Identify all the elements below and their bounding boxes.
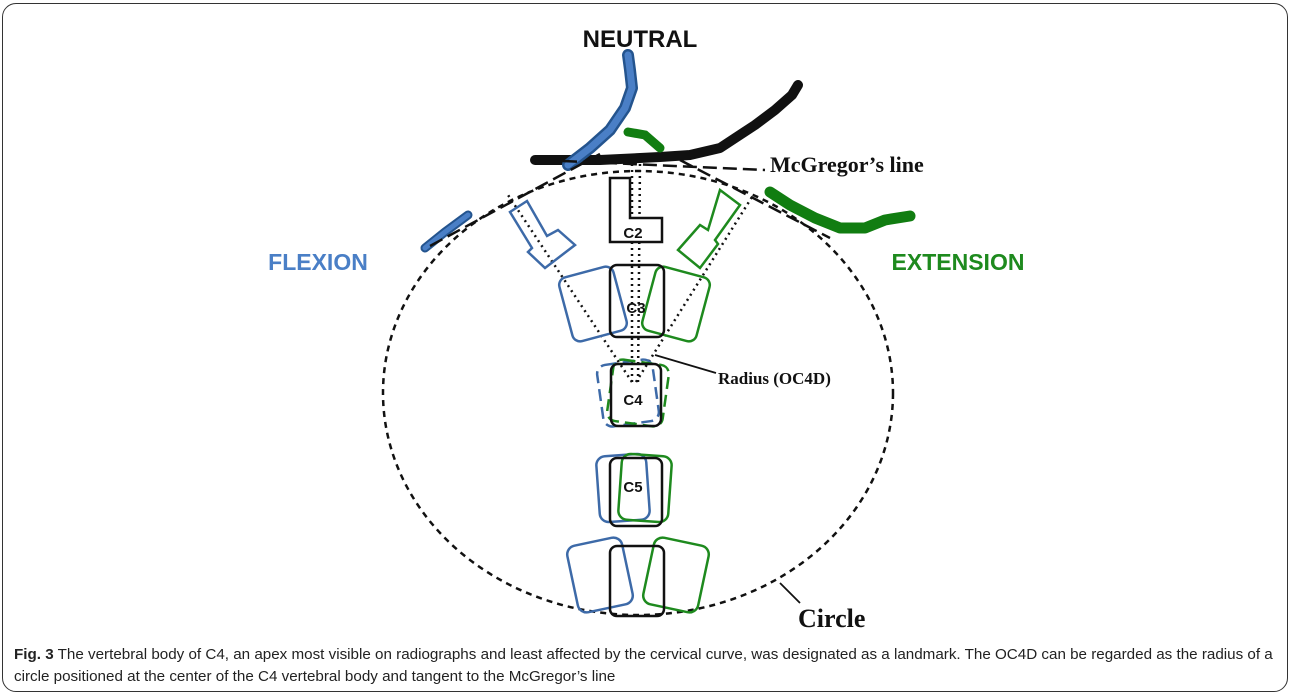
figure-frame bbox=[2, 3, 1288, 692]
radius-line-neutral-2 bbox=[636, 161, 642, 383]
caption-text: The vertebral body of C4, an apex most v… bbox=[14, 646, 1273, 685]
c2-label: C2 bbox=[623, 225, 642, 242]
oc4d-diagram: NEUTRAL FLEXION EXTENSION McGregor’s lin… bbox=[268, 26, 1025, 633]
mcgregor-line-flexion bbox=[429, 152, 601, 248]
c2-extension bbox=[676, 187, 742, 270]
circle-pointer bbox=[779, 582, 801, 604]
c4-label: C4 bbox=[623, 392, 643, 409]
mcgregor-label: McGregor’s line bbox=[770, 152, 924, 177]
figure-number: Fig. 3 bbox=[14, 646, 54, 663]
c3-extension bbox=[640, 265, 712, 343]
c5-flexion bbox=[595, 452, 651, 524]
flexion-label: FLEXION bbox=[268, 249, 368, 275]
c6-neutral bbox=[608, 544, 666, 618]
neutral-skull-contour bbox=[530, 80, 803, 165]
extension-skull-contour bbox=[764, 186, 916, 234]
radius-label: Radius (OC4D) bbox=[718, 369, 831, 388]
c6-extension bbox=[641, 536, 711, 614]
c2-neutral bbox=[608, 176, 664, 244]
mcgregor-line-neutral bbox=[562, 159, 766, 172]
figure-caption: Fig. 3 The vertebral body of C4, an apex… bbox=[14, 644, 1279, 688]
c3-flexion bbox=[557, 265, 629, 343]
c6-flexion bbox=[565, 536, 635, 614]
radius-line-flexion bbox=[506, 194, 634, 383]
extension-basion bbox=[623, 127, 665, 153]
c3-label: C3 bbox=[626, 300, 645, 317]
c2-flexion bbox=[508, 199, 577, 270]
extension-label: EXTENSION bbox=[892, 249, 1025, 275]
neutral-label: NEUTRAL bbox=[583, 26, 698, 53]
circle-label: Circle bbox=[798, 604, 865, 633]
radius-line-extension bbox=[634, 196, 754, 383]
mcgregor-line-extension bbox=[679, 158, 831, 240]
c5-extension bbox=[617, 452, 673, 524]
c4-neutral bbox=[609, 362, 663, 428]
flexion-basion-inner bbox=[422, 212, 471, 251]
flexion-skull-contour-inner bbox=[564, 51, 636, 169]
c5-label: C5 bbox=[623, 479, 642, 496]
c3-neutral bbox=[608, 263, 666, 339]
radius-pointer bbox=[654, 354, 717, 374]
c5-neutral bbox=[608, 456, 664, 528]
